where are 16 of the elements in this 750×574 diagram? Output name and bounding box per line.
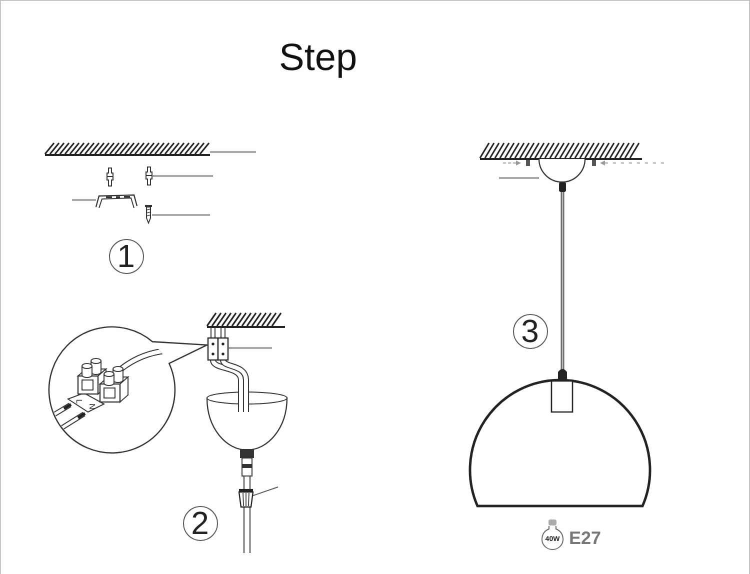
cable-gland [238,489,254,508]
title: Step [279,39,358,77]
terminal-letter: L [74,398,84,404]
terminal-block [207,337,229,361]
socket-type-label: E27 [569,529,602,547]
mounting-bracket [95,194,138,208]
leader-line [152,214,210,216]
step-number: 2 [182,506,218,540]
leader-line [252,486,278,496]
ceiling-hatching [44,142,210,156]
step-number: 1 [108,238,144,274]
ceiling-canopy [538,158,586,183]
wall-plug [106,166,152,186]
screw [145,205,152,224]
terminal-letter: N [88,403,96,409]
step-number: 3 [512,314,548,348]
